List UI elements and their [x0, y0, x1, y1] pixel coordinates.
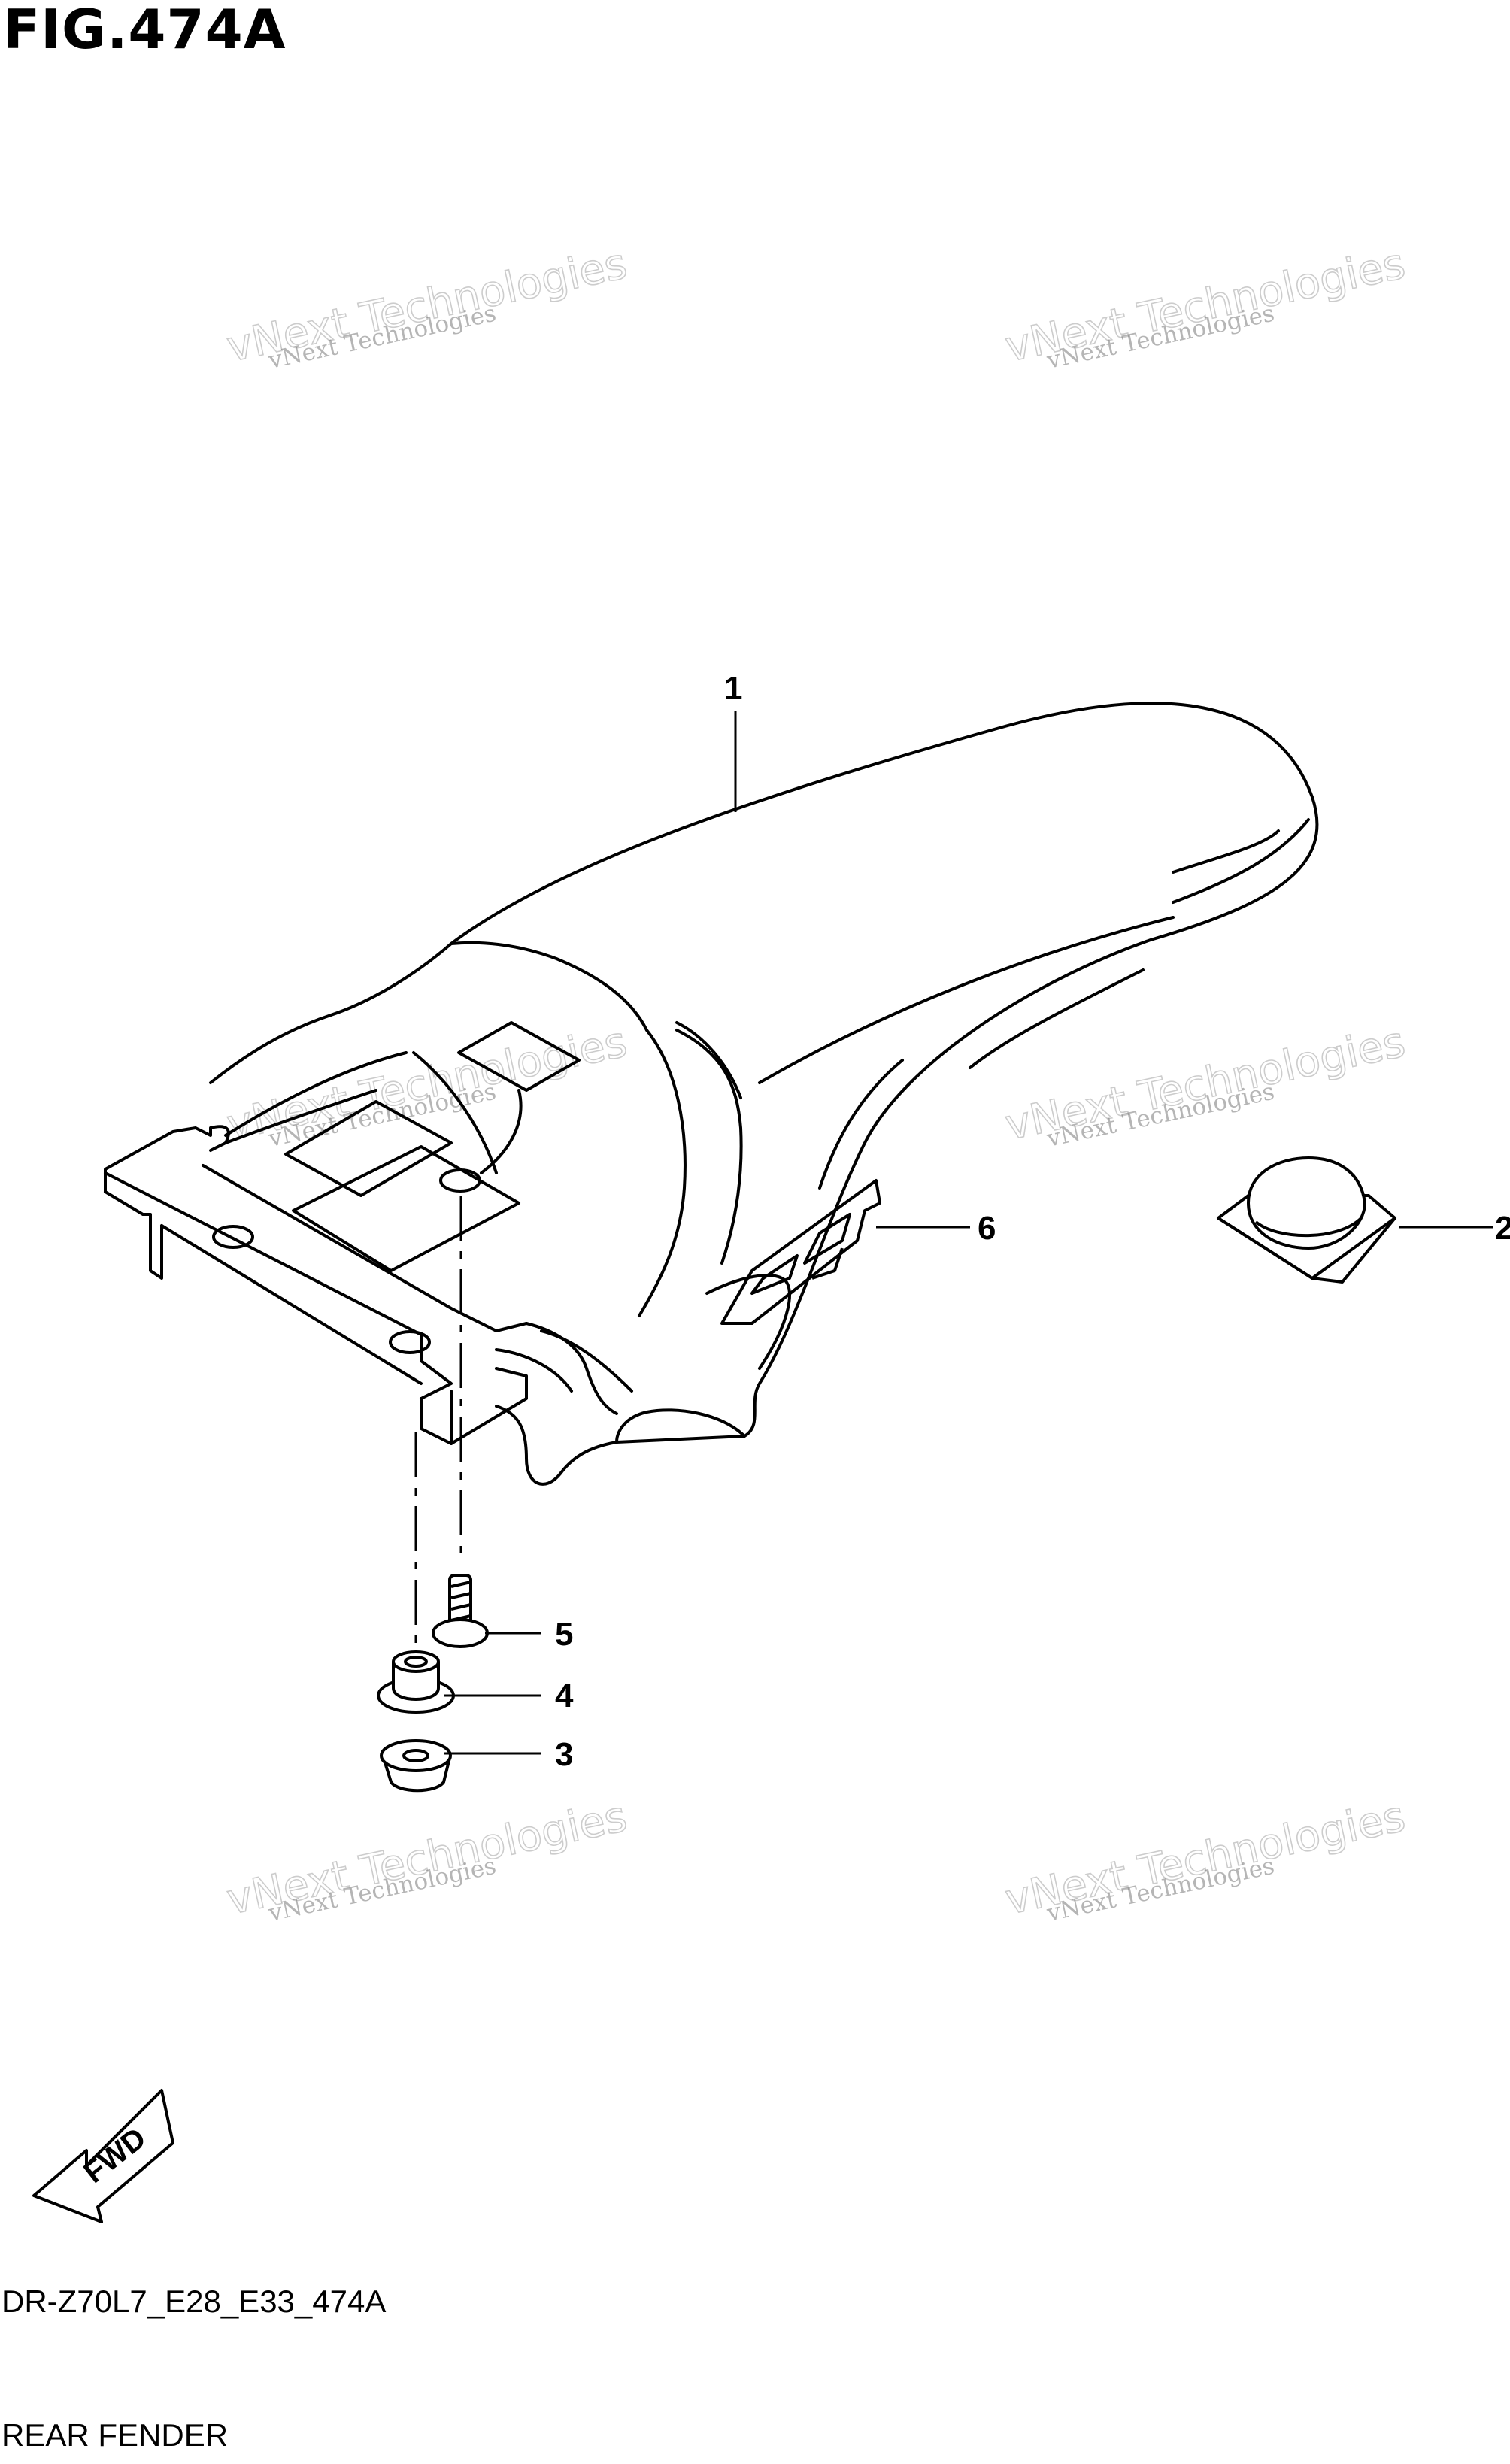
figure-name: REAR FENDER	[2, 2417, 229, 2453]
watermark-top-left: vNext Technologies vNext Technologies	[223, 239, 632, 374]
figure-title: FIG.474A	[3, 0, 287, 61]
bolt-icon	[432, 1574, 489, 1648]
callout-5[interactable]: 5	[555, 1616, 573, 1653]
callout-3[interactable]: 3	[555, 1736, 573, 1773]
callouts: 1 2 3 4 5 6	[555, 670, 1510, 1773]
leader-lines	[444, 711, 1493, 1755]
callout-1[interactable]: 1	[724, 670, 742, 707]
watermark-bottom-right: vNext Technologies vNext Technologies	[1001, 1792, 1410, 1927]
rubber-cushion-icon	[1217, 1156, 1396, 1284]
callout-6[interactable]: 6	[978, 1210, 996, 1247]
emblem-icon	[720, 1179, 881, 1325]
watermark-top-right: vNext Technologies vNext Technologies	[1001, 239, 1410, 374]
watermark-mid-right: vNext Technologies vNext Technologies	[1001, 1017, 1410, 1153]
fwd-arrow-icon: FWD	[32, 2089, 174, 2223]
watermark-bottom-left: vNext Technologies vNext Technologies	[223, 1792, 632, 1927]
collar-icon	[377, 1650, 455, 1714]
watermark-mid-left: vNext Technologies vNext Technologies	[223, 1017, 632, 1153]
assembly-lines	[414, 1196, 462, 1654]
nut-icon	[380, 1739, 452, 1793]
rear-fender-icon	[104, 702, 1319, 1486]
callout-4[interactable]: 4	[555, 1678, 574, 1714]
callout-2[interactable]: 2	[1495, 1210, 1510, 1247]
figure-code: DR-Z70L7_E28_E33_474A	[2, 2284, 387, 2319]
